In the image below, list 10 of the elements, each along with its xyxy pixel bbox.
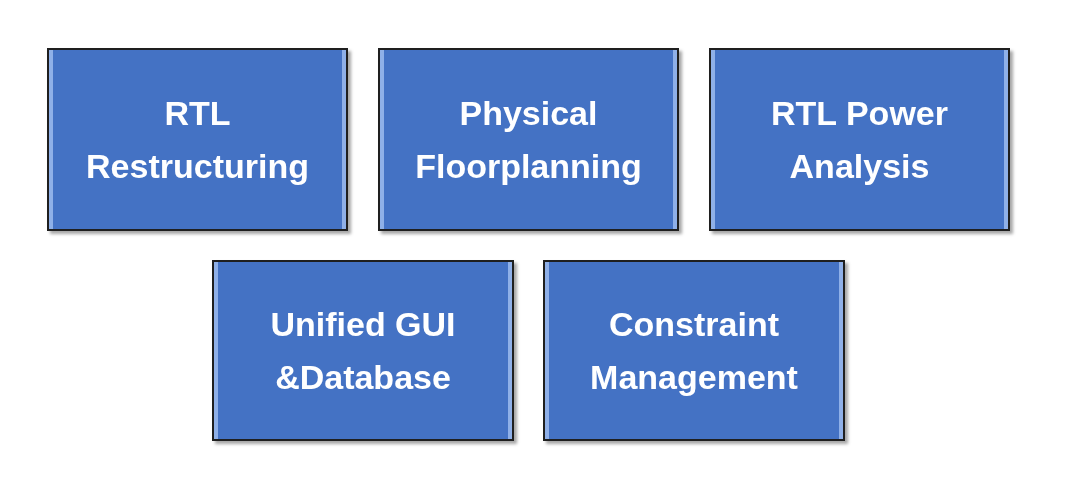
box-label: Physical Floorplanning [414,92,643,187]
process-box [47,48,348,231]
process-box [543,260,845,441]
box-label: Unified GUI &Database [269,303,457,398]
box-label: RTL Restructuring [85,92,310,187]
process-box [212,260,514,441]
box-label: Constraint Management [589,303,799,398]
process-box [709,48,1010,231]
box-label: RTL Power Analysis [770,92,949,187]
process-box [378,48,679,231]
